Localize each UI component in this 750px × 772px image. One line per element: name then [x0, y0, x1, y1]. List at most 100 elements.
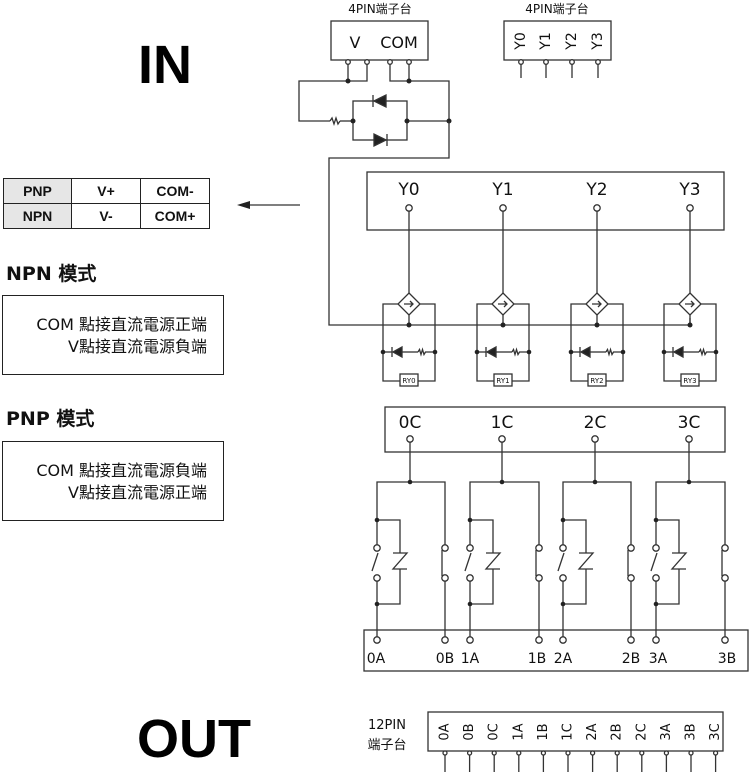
contact-label: 0A: [367, 651, 386, 667]
terminal-pin: 3A: [659, 723, 674, 772]
output-terminal-caption-line2: 端子台: [367, 738, 406, 753]
terminal-pin: 0C: [487, 723, 502, 772]
resistor-icon: [511, 347, 528, 357]
led-icon: [579, 345, 591, 359]
relay-channel: 1C: [464, 413, 543, 644]
pnp-line-1: COM 點接直流電源負端: [36, 461, 207, 480]
relay-label: RY3: [683, 377, 696, 385]
pin-label: 0A: [438, 723, 453, 740]
pin-label: 2B: [610, 723, 625, 740]
terminal-pin: 0B: [462, 723, 477, 772]
contact-label: 3A: [649, 651, 668, 667]
pin-label: Y3: [590, 32, 606, 50]
common-label: 1C: [491, 413, 514, 433]
npn-mode-description: COM 點接直流電源正端 V點接直流電源負端: [2, 295, 224, 375]
pin-label: Y1: [538, 32, 554, 50]
output-section-title: OUT: [137, 709, 251, 769]
contact-label: 2B: [622, 651, 641, 667]
terminal-pin: 3C: [708, 723, 723, 772]
common-label: 3C: [678, 413, 701, 433]
pin-label: 1B: [536, 723, 551, 740]
switch-blade: [557, 552, 565, 572]
relay-label: RY0: [402, 377, 415, 385]
pin-label-v: V: [350, 33, 361, 52]
table-row: NPN V- COM+: [3, 203, 210, 229]
com-cell: COM+: [140, 203, 210, 229]
terminal-pin: Y1: [538, 32, 554, 78]
v-cell: V+: [71, 178, 141, 204]
pin-label: Y0: [513, 32, 529, 50]
relay-channel: 3C: [650, 413, 729, 644]
npn-line-1: COM 點接直流電源正端: [36, 315, 207, 334]
relay-label: RY2: [590, 377, 603, 385]
pin-label: 3B: [684, 723, 699, 740]
v-cell: V-: [71, 203, 141, 229]
pnp-line-2: V點接直流電源正端: [68, 483, 207, 502]
pin-label: Y2: [564, 32, 580, 50]
relay-label: RY1: [496, 377, 509, 385]
resistor-icon: [605, 347, 622, 357]
terminal-pin: 2C: [634, 723, 649, 772]
varistor-icon: [577, 552, 595, 570]
relay-coil: [399, 373, 419, 387]
input-terminal: 4PIN端子台 V COM: [330, 1, 429, 65]
contact-label: 0B: [436, 651, 455, 667]
varistor-icon: [670, 552, 688, 570]
resistor-icon: [329, 115, 341, 127]
relay-channel: 0C: [371, 413, 449, 644]
switch-blade: [650, 552, 658, 572]
common-label: 2C: [584, 413, 607, 433]
output-label: Y0: [397, 180, 419, 200]
terminal-pin: 1B: [536, 723, 551, 772]
terminal-pin: 2A: [585, 723, 600, 772]
output-y-terminal: 4PIN端子台 Y0 Y1 Y2 Y3: [503, 1, 612, 78]
arrow-left-icon: [237, 201, 300, 209]
switch-blade: [464, 552, 472, 572]
contact-label: 2A: [554, 651, 573, 667]
terminal-pin: 1A: [511, 723, 526, 772]
terminal-pin: Y2: [564, 32, 580, 78]
led-icon: [372, 93, 387, 109]
output-label: Y1: [491, 180, 513, 200]
relay-coil: [680, 373, 700, 387]
pin-label: 2C: [634, 723, 649, 740]
output-terminal-caption-line1: 12PIN: [368, 718, 406, 733]
relay-coil: [493, 373, 513, 387]
relay-common-block: 0C 1C 2C 3C: [371, 406, 729, 644]
pin-label-com: COM: [380, 33, 418, 52]
terminal-pin: Y3: [590, 32, 606, 78]
pin-label: 1A: [511, 723, 526, 740]
terminal-pin: 2B: [610, 723, 625, 772]
relay-channel: 2C: [557, 413, 635, 644]
pin-label: 2A: [585, 723, 600, 740]
led-icon: [672, 345, 684, 359]
output-terminal: 12PIN 端子台 0A 0B 0C 1A 1B 1C 2A 2B 2C 3A 3B 3C: [367, 711, 724, 772]
mode-wiring-table: PNP V+ COM- NPN V- COM+: [3, 178, 210, 229]
output-label: Y3: [678, 180, 700, 200]
output-y-terminal-caption: 4PIN端子台: [525, 1, 588, 16]
varistor-icon: [391, 552, 409, 570]
switch-blade: [371, 552, 379, 572]
npn-mode-heading: NPN 模式: [6, 263, 97, 285]
relay-contact-block: 0A 0B 1A 1B 2A 2B 3A 3B: [363, 629, 749, 672]
contact-label: 1B: [528, 651, 547, 667]
pin-label: 0B: [462, 723, 477, 740]
led-icon: [373, 132, 388, 148]
varistor-icon: [484, 552, 502, 570]
relay-coil: [587, 373, 607, 387]
pin-label: 3A: [659, 723, 674, 740]
contact-label: 1A: [461, 651, 480, 667]
mode-cell: PNP: [3, 178, 72, 204]
terminal-pin: Y0: [513, 32, 529, 78]
pnp-mode-description: COM 點接直流電源負端 V點接直流電源正端: [2, 441, 224, 521]
pin-label: 1C: [561, 723, 576, 740]
common-label: 0C: [399, 413, 422, 433]
led-icon: [391, 345, 403, 359]
contact-label: 3B: [718, 651, 737, 667]
terminal-pin: 3B: [684, 723, 699, 772]
